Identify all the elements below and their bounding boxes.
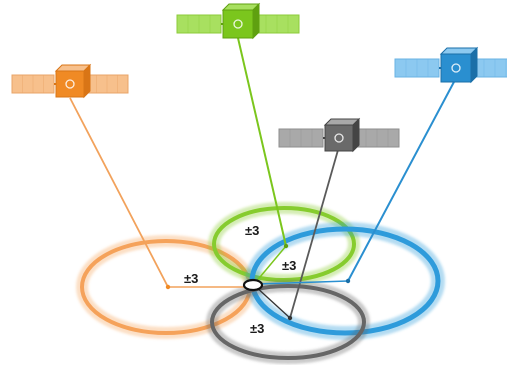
blue-satellite [394, 46, 507, 84]
gray-center-dot [287, 315, 293, 321]
gray-body [324, 124, 354, 152]
gray-satellite [278, 117, 400, 153]
orange-error-label: ±3 [184, 271, 198, 286]
gray-signal-line [289, 149, 339, 319]
blue-signal-line [347, 79, 456, 282]
gray-radius-line [254, 285, 291, 319]
blue-center-dot [345, 278, 351, 284]
gray-uncertainty-ring [206, 280, 370, 364]
gray-body-side [352, 117, 360, 153]
green-error-label: ±3 [245, 223, 259, 238]
green-body-side [252, 2, 260, 40]
green-body [222, 9, 254, 39]
orange-antenna [65, 79, 75, 89]
gray-antenna [334, 133, 344, 143]
orange-center-dot [165, 284, 171, 290]
orange-signal-line [69, 97, 169, 288]
satellites-group [11, 2, 507, 153]
blue-antenna [451, 63, 461, 73]
blue-solar-panel-right [472, 58, 507, 78]
position-marker [242, 278, 264, 292]
orange-body [55, 70, 85, 98]
green-satellite [176, 2, 300, 40]
orange-body-side [83, 63, 91, 99]
green-center-dot [283, 243, 289, 249]
green-antenna [233, 19, 243, 29]
blue-error-label: ±3 [282, 258, 296, 273]
green-radius-line [254, 245, 287, 284]
green-uncertainty-ring [208, 202, 360, 286]
blue-body [440, 53, 472, 83]
green-signal-line [237, 37, 287, 247]
orange-satellite [11, 63, 129, 99]
blue-radius-line [257, 280, 349, 285]
blue-body-side [470, 46, 478, 84]
gray-error-label: ±3 [250, 321, 264, 336]
